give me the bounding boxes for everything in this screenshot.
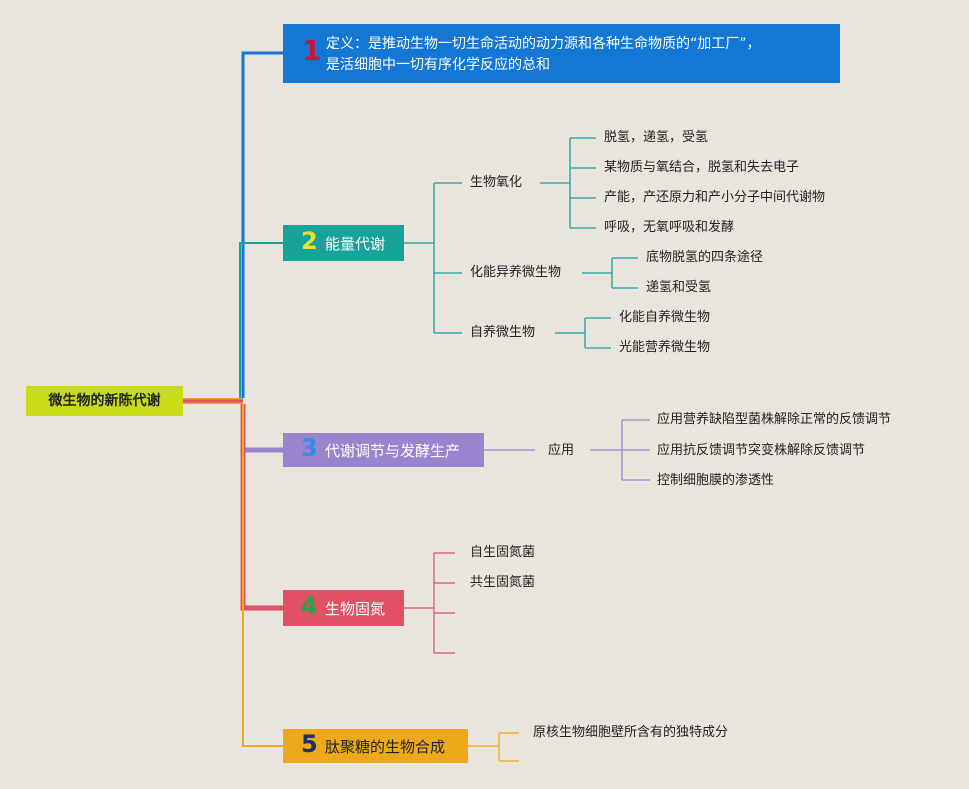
node-bio-oxidation[interactable]: 生物氧化 [470,175,523,190]
section-5-label: 肽聚糖的生物合成 [325,738,446,756]
definition-text: 定义：是推动生物一切生命活动的动力源和各种生命物质的“加工厂”， 是活细胞中一切… [326,34,761,76]
number-2-badge: 2 [301,227,318,255]
leaf-item[interactable]: 脱氢，递氢，受氢 [604,130,709,145]
section-2-label: 能量代谢 [325,235,386,253]
leaf-item[interactable]: 应用营养缺陷型菌株解除正常的反馈调节 [657,412,892,427]
leaf-item[interactable]: 控制细胞膜的渗透性 [657,473,775,488]
section-2-energy-metabolism[interactable]: 2 能量代谢 [283,225,404,261]
section-3-regulation[interactable]: 3 代谢调节与发酵生产 [283,433,484,467]
leaf-item[interactable]: 化能自养微生物 [619,310,711,325]
leaf-item[interactable]: 底物脱氢的四条途径 [646,250,764,265]
section-1-definition[interactable]: 1 定义：是推动生物一切生命活动的动力源和各种生命物质的“加工厂”， 是活细胞中… [283,24,840,83]
leaf-item[interactable]: 呼吸，无氧呼吸和发酵 [604,220,735,235]
section-4-label: 生物固氮 [325,600,386,618]
leaf-item[interactable]: 应用抗反馈调节突变株解除反馈调节 [657,443,866,458]
leaf-item[interactable]: 递氢和受氢 [646,280,712,295]
definition-line-1: 定义：是推动生物一切生命活动的动力源和各种生命物质的“加工厂”， [326,36,761,52]
leaf-item[interactable]: 光能营养微生物 [619,340,711,355]
root-node[interactable]: 微生物的新陈代谢 [26,386,183,416]
number-5-badge: 5 [301,730,318,758]
leaf-item[interactable]: 原核生物细胞壁所含有的独特成分 [533,725,729,740]
leaf-item[interactable]: 某物质与氧结合，脱氢和失去电子 [604,160,800,175]
number-4-badge: 4 [301,592,318,620]
definition-line-2: 是活细胞中一切有序化学反应的总和 [326,57,550,73]
node-autotroph[interactable]: 自养微生物 [470,325,536,340]
number-3-badge: 3 [301,434,318,462]
node-application[interactable]: 应用 [548,443,575,458]
leaf-item[interactable]: 自生固氮菌 [470,545,536,560]
leaf-item[interactable]: 共生固氮菌 [470,575,536,590]
section-5-peptidoglycan[interactable]: 5 肽聚糖的生物合成 [283,729,468,763]
number-1-badge: 1 [302,34,322,67]
node-chemoheterotroph[interactable]: 化能异养微生物 [470,265,562,280]
section-3-label: 代谢调节与发酵生产 [325,442,461,460]
leaf-item[interactable]: 产能，产还原力和产小分子中间代谢物 [604,190,826,205]
section-4-nitrogen-fixation[interactable]: 4 生物固氮 [283,590,404,626]
